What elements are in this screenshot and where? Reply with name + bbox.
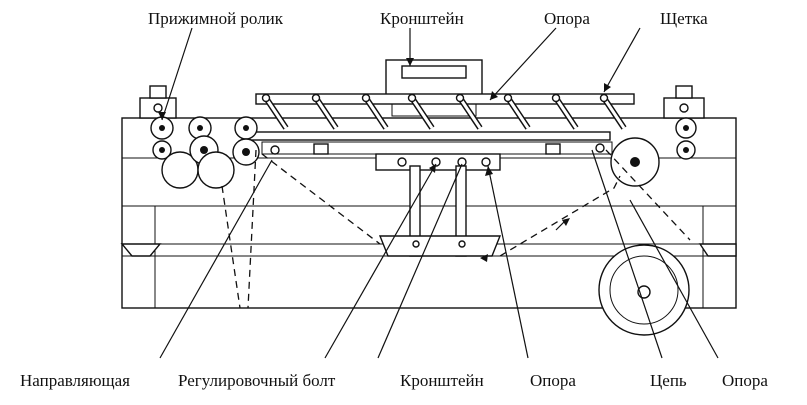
label-adjust-bolt: Регулировочный болт bbox=[178, 371, 336, 390]
right-post-top bbox=[675, 85, 693, 99]
label-brush: Щетка bbox=[660, 9, 708, 28]
label-support-bottom: Опора bbox=[530, 371, 576, 390]
label-pressure-roller: Прижимной ролик bbox=[148, 9, 284, 28]
left-rollers bbox=[150, 116, 280, 189]
frame-outline bbox=[121, 117, 737, 309]
conveyor-strip bbox=[241, 131, 611, 141]
left-bolt bbox=[153, 103, 163, 113]
arrowheads bbox=[158, 58, 611, 262]
brush-links bbox=[261, 93, 627, 130]
right-rollers bbox=[595, 117, 697, 336]
label-guide: Направляющая bbox=[20, 371, 131, 390]
base-fasteners bbox=[313, 143, 561, 171]
bracket-inner bbox=[401, 65, 467, 79]
left-foot bbox=[120, 243, 162, 257]
right-foot bbox=[698, 243, 737, 257]
chain-path bbox=[221, 149, 691, 309]
brush-rail bbox=[255, 93, 635, 105]
bottom-pan bbox=[378, 235, 502, 257]
label-bracket-bottom: Кронштейн bbox=[400, 371, 484, 390]
label-support-right: Опора bbox=[722, 371, 768, 390]
right-bolt bbox=[679, 103, 689, 113]
leader-lines bbox=[159, 27, 719, 359]
label-chain: Цепь bbox=[650, 371, 687, 390]
label-support-top: Опора bbox=[544, 9, 590, 28]
left-post-top bbox=[149, 85, 167, 99]
label-bracket-top: Кронштейн bbox=[380, 9, 464, 28]
